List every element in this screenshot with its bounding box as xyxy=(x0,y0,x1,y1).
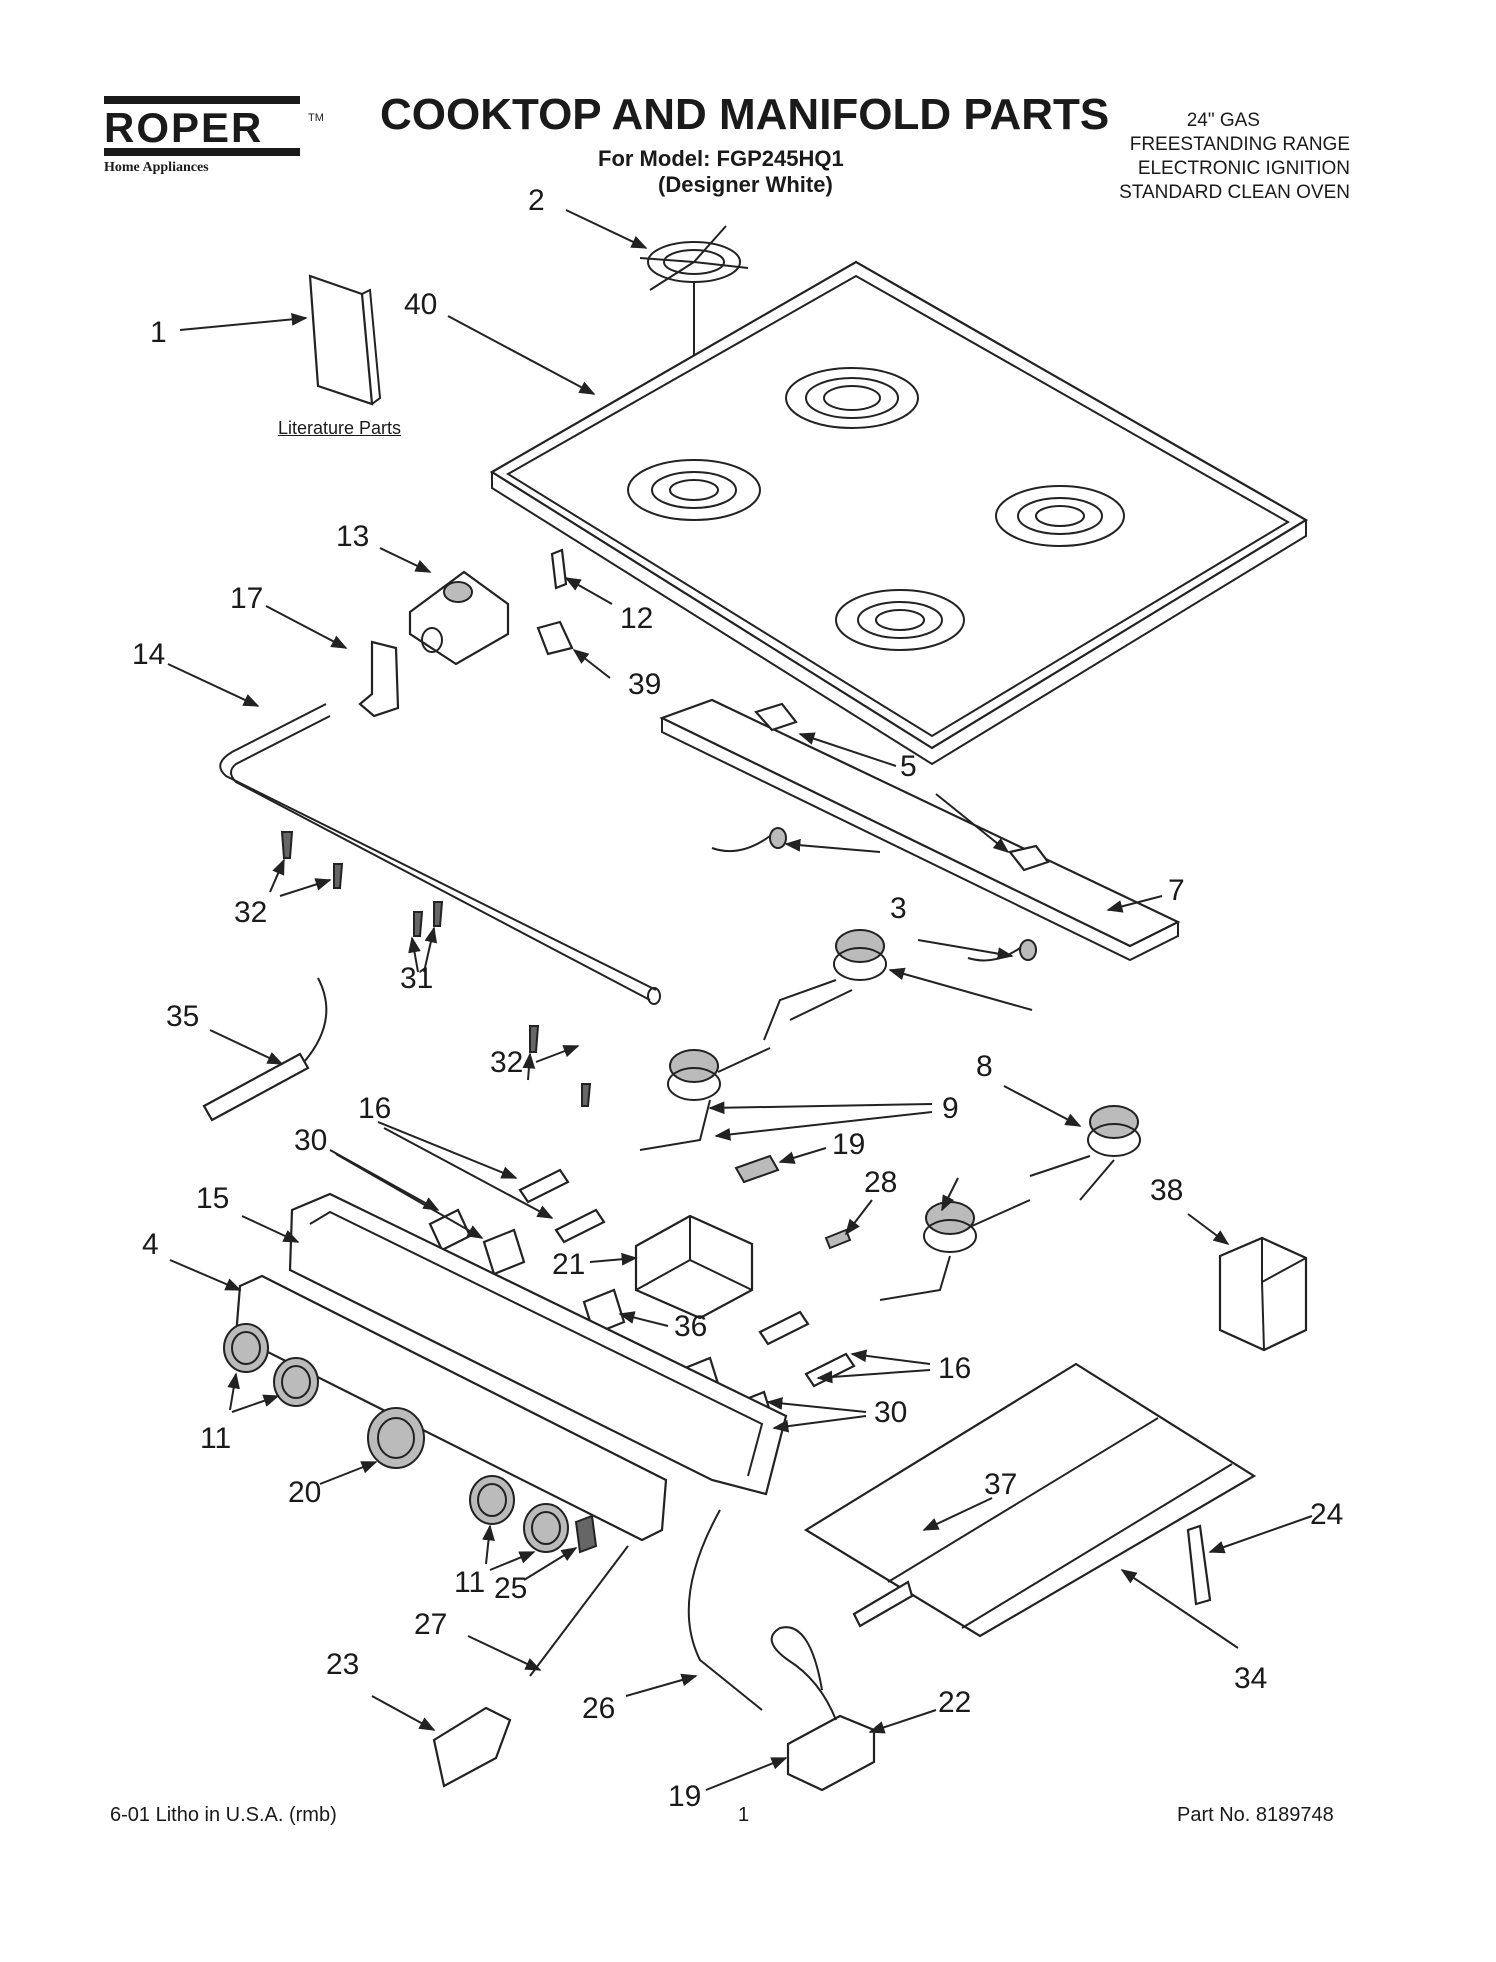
light-switch xyxy=(574,1514,598,1554)
manifold-bracket xyxy=(358,640,400,718)
callout-30-lower: 30 xyxy=(874,1396,908,1429)
callout-19-lower: 19 xyxy=(668,1780,702,1813)
spec-line-1: 24" GAS xyxy=(1186,110,1260,131)
logo-bar-bottom xyxy=(104,148,300,156)
callout-12: 12 xyxy=(620,602,654,635)
spark-module xyxy=(634,1214,754,1320)
spec-line-3: ELECTRONIC IGNITION xyxy=(1137,158,1350,179)
oven-regulator xyxy=(432,1706,512,1788)
logo-brand: ROPER xyxy=(104,104,264,151)
burner-shield xyxy=(803,1362,1257,1638)
knob-2 xyxy=(273,1357,319,1407)
callout-38: 38 xyxy=(1150,1174,1184,1207)
footer-print-info: 6-01 Litho in U.S.A. (rmb) xyxy=(110,1804,337,1826)
callout-17: 17 xyxy=(230,582,264,615)
callout-3: 3 xyxy=(890,892,907,925)
callout-1: 1 xyxy=(150,316,167,349)
callout-16-upper: 16 xyxy=(358,1092,392,1125)
burner-recess-front-right xyxy=(835,589,965,651)
callout-35: 35 xyxy=(166,1000,200,1033)
callout-31: 31 xyxy=(400,962,434,995)
roper-logo: ROPER TM Home Appliances xyxy=(104,96,334,176)
callout-36: 36 xyxy=(674,1310,708,1343)
thermostat-capillary xyxy=(529,1545,629,1677)
page-title: COOKTOP AND MANIFOLD PARTS xyxy=(380,90,1110,139)
callout-21: 21 xyxy=(552,1248,586,1281)
callout-22: 22 xyxy=(938,1686,972,1719)
callout-2: 2 xyxy=(528,184,545,217)
gas-tube xyxy=(687,1509,763,1711)
rail-clip-right xyxy=(1008,844,1050,872)
burner-front-left xyxy=(639,1047,771,1151)
callout-26: 26 xyxy=(582,1692,616,1725)
callout-5: 5 xyxy=(900,750,917,783)
callout-23: 23 xyxy=(326,1648,360,1681)
callout-8: 8 xyxy=(976,1050,993,1083)
burner-support-rail xyxy=(659,698,1181,962)
callout-34: 34 xyxy=(1234,1662,1268,1695)
model-line: For Model: FGP245HQ1 xyxy=(598,146,844,171)
knob-1 xyxy=(223,1323,269,1373)
knob-4 xyxy=(523,1503,569,1553)
cooktop-panel xyxy=(489,260,1309,766)
clip-bracket xyxy=(536,620,574,656)
manifold-pipe xyxy=(219,703,661,1005)
burner-rear-left xyxy=(1029,1105,1141,1201)
callout-11-left: 11 xyxy=(200,1422,232,1455)
gas-valve-regulator xyxy=(408,570,510,666)
callout-14: 14 xyxy=(132,638,166,671)
callout-39: 39 xyxy=(628,668,662,701)
burner-front-right xyxy=(879,1199,1031,1301)
burner-recess-rear-left xyxy=(785,367,919,429)
spark-igniters xyxy=(711,827,1037,962)
callout-30-upper: 30 xyxy=(294,1124,328,1157)
leader-arrows xyxy=(167,209,1313,1791)
burner-rear-right xyxy=(763,929,887,1041)
spec-line-2: FREESTANDING RANGE xyxy=(1129,134,1350,155)
callout-16-lower: 16 xyxy=(938,1352,972,1385)
color-line: (Designer White) xyxy=(658,172,833,197)
literature-parts-label: Literature Parts xyxy=(278,418,402,438)
callout-19-upper: 19 xyxy=(832,1128,866,1161)
small-screw xyxy=(824,1228,852,1250)
callout-40: 40 xyxy=(404,288,438,321)
callout-11-right: 11 xyxy=(454,1566,486,1599)
callout-32-lower: 32 xyxy=(490,1046,524,1079)
logo-trademark: TM xyxy=(308,112,324,124)
callout-27: 27 xyxy=(414,1608,448,1641)
logo-subtitle: Home Appliances xyxy=(104,160,209,175)
literature-booklet xyxy=(308,274,382,406)
control-knobs xyxy=(223,1323,569,1553)
callout-9: 9 xyxy=(942,1092,959,1125)
orifice-screws xyxy=(280,831,592,1107)
callout-24: 24 xyxy=(1310,1498,1344,1531)
igniter-clip xyxy=(550,548,568,590)
rail-clip-left xyxy=(754,702,798,732)
mounting-screw xyxy=(734,1154,780,1184)
oven-control-box xyxy=(1218,1236,1308,1352)
callout-4: 4 xyxy=(142,1228,159,1261)
knob-oven xyxy=(367,1407,425,1469)
footer-page-number: 1 xyxy=(738,1804,750,1826)
callout-15: 15 xyxy=(196,1182,230,1215)
oven-safety-valve xyxy=(770,1626,876,1792)
burner-recess-front-left xyxy=(627,459,761,521)
callout-13: 13 xyxy=(336,520,370,553)
spec-line-4: STANDARD CLEAN OVEN xyxy=(1119,182,1350,203)
callout-7: 7 xyxy=(1168,874,1185,907)
callout-32-upper: 32 xyxy=(234,896,268,929)
logo-bar xyxy=(104,96,300,104)
callout-25: 25 xyxy=(494,1572,528,1605)
callout-20: 20 xyxy=(288,1476,322,1509)
knob-3 xyxy=(469,1475,515,1525)
footer-part-number: Part No. 8189748 xyxy=(1177,1804,1334,1826)
burner-recess-rear-right xyxy=(995,485,1125,547)
callout-37: 37 xyxy=(984,1468,1018,1501)
oven-sensor-probe xyxy=(202,977,328,1122)
control-panel xyxy=(288,1192,788,1496)
callout-28: 28 xyxy=(864,1166,898,1199)
